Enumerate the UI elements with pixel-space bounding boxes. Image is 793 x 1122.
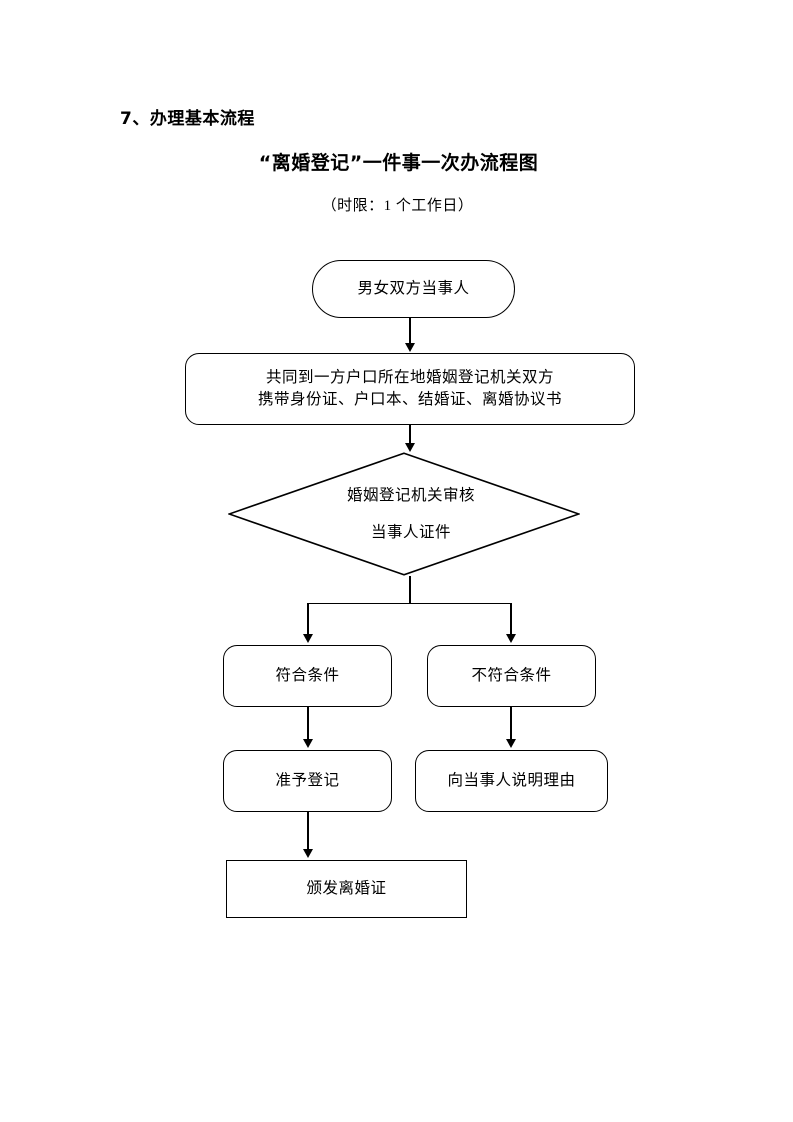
section-heading: 7、办理基本流程 bbox=[120, 109, 255, 129]
flow-node-submit-line1: 共同到一方户口所在地婚姻登记机关双方 bbox=[265, 368, 554, 386]
flow-node-review: 婚姻登记机关审核 当事人证件 bbox=[228, 452, 580, 576]
connector-not-qualified-to-explain bbox=[510, 707, 512, 741]
connector-approve-to-issue bbox=[307, 812, 309, 850]
flow-node-review-line2: 当事人证件 bbox=[370, 524, 451, 541]
flow-node-start-label: 男女双方当事人 bbox=[357, 279, 470, 297]
arrowhead-submit-to-review bbox=[404, 443, 415, 452]
arrowhead-start-to-submit bbox=[404, 343, 415, 352]
connector-start-to-submit bbox=[409, 318, 411, 345]
flow-node-review-label: 婚姻登记机关审核 当事人证件 bbox=[228, 452, 580, 576]
arrowhead-approve-to-issue bbox=[302, 849, 313, 858]
flow-node-issue-label: 颁发离婚证 bbox=[306, 879, 387, 897]
arrowhead-not-qualified-to-explain bbox=[505, 739, 516, 748]
flow-node-submit: 共同到一方户口所在地婚姻登记机关双方 携带身份证、户口本、结婚证、离婚协议书 bbox=[185, 353, 635, 425]
flow-node-explain-label: 向当事人说明理由 bbox=[447, 771, 576, 789]
connector-review-to-not-qualified bbox=[510, 602, 512, 637]
connector-submit-to-review bbox=[409, 425, 411, 445]
flow-node-submit-line2: 携带身份证、户口本、结婚证、离婚协议书 bbox=[257, 391, 562, 408]
flow-node-review-line1: 婚姻登记机关审核 bbox=[346, 486, 475, 504]
flow-node-issue: 颁发离婚证 bbox=[226, 860, 467, 918]
connector-review-to-qualified bbox=[307, 602, 309, 637]
flow-node-approve-label: 准予登记 bbox=[275, 771, 340, 789]
connector-branch-bar bbox=[307, 602, 512, 605]
flow-node-explain: 向当事人说明理由 bbox=[415, 750, 608, 812]
flow-node-qualified: 符合条件 bbox=[223, 645, 392, 707]
flow-node-start: 男女双方当事人 bbox=[312, 260, 515, 318]
arrowhead-review-to-not-qualified bbox=[505, 634, 516, 643]
diamond-shape bbox=[228, 452, 580, 576]
flow-node-qualified-label: 符合条件 bbox=[275, 666, 340, 684]
flow-node-not-qualified-label: 不符合条件 bbox=[471, 666, 552, 684]
connector-qualified-to-approve bbox=[307, 707, 309, 741]
arrowhead-review-to-qualified bbox=[302, 634, 313, 643]
flow-node-approve: 准予登记 bbox=[223, 750, 392, 812]
page-title: “离婚登记”一件事一次办流程图 bbox=[258, 152, 539, 174]
connector-review-stem bbox=[409, 576, 411, 604]
chart-subtitle: （时限：1 个工作日） bbox=[321, 198, 474, 214]
flow-node-not-qualified: 不符合条件 bbox=[427, 645, 596, 707]
arrowhead-qualified-to-approve bbox=[302, 739, 313, 748]
